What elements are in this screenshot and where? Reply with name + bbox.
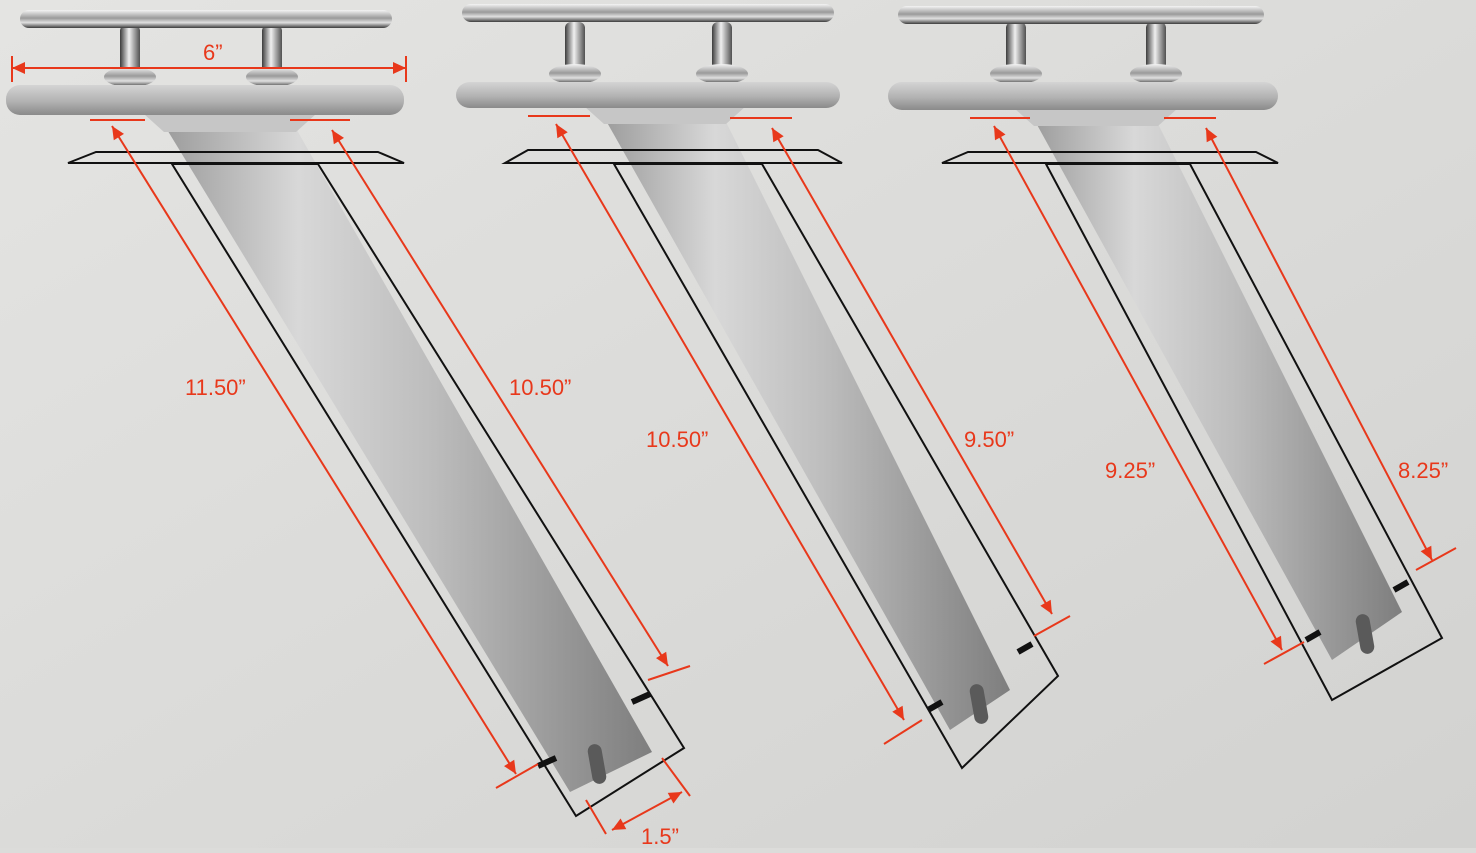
rod-holder-large [6, 10, 691, 835]
inner-length-dimension-line-medium [771, 127, 1053, 615]
inner-length-extension-2-large [647, 665, 691, 681]
depth-mark-1-small [1304, 629, 1322, 643]
cleat-horn-small [898, 6, 1264, 24]
inner-length-arrowhead-medium-2 [1040, 599, 1052, 614]
outer-length-extension-2-large [495, 763, 539, 789]
cleat-width-label: 6” [203, 40, 223, 65]
holder-tube-large [160, 118, 652, 792]
depth-mark-2-large [630, 691, 652, 705]
outer-length-arrowhead-large-1 [112, 126, 124, 141]
cleat-horn-large [20, 10, 392, 28]
tube-envelope-outline-medium [612, 163, 1060, 770]
weld-fillet-large [144, 114, 316, 132]
outer-length-arrowhead-medium-1 [556, 124, 568, 139]
outer-length-label-small: 9.25” [1105, 458, 1156, 483]
outer-length-arrowhead-large-2 [504, 759, 516, 774]
cleat-base-1-small [990, 64, 1042, 84]
tube-envelope-outline-large [170, 163, 686, 818]
cleat-base-1-medium [549, 64, 601, 84]
cleat-post-1-medium [565, 22, 585, 76]
outer-length-arrowhead-small-2 [1270, 635, 1282, 650]
cleat-post-2-large [262, 25, 282, 79]
outer-length-extension-2-medium [883, 719, 923, 745]
outer-length-dimension-line-medium [555, 123, 905, 721]
cleat-width-arrowhead-2 [393, 62, 406, 74]
holder-tube-small [1030, 112, 1402, 660]
cleat-post-1-small [1006, 22, 1026, 76]
inner-length-dimension-line-small [1205, 127, 1433, 561]
outer-length-arrowhead-medium-2 [892, 705, 904, 720]
cleat-base-2-medium [696, 64, 748, 84]
cleat-base-2-large [246, 67, 298, 87]
inner-length-label-medium: 9.50” [964, 427, 1015, 452]
cleat-post-2-small [1146, 22, 1166, 76]
inner-length-extension-2-small [1415, 547, 1457, 571]
tube-diameter-label: 1.5” [641, 824, 679, 849]
cleat-base-2-small [1130, 64, 1182, 84]
cleat-post-1-large [120, 25, 140, 79]
inner-length-label-large: 10.50” [509, 375, 572, 400]
tube-envelope-outline-small [1044, 163, 1444, 702]
outer-length-dimension-line-large [111, 125, 517, 775]
outer-length-extension-2-small [1263, 641, 1305, 665]
rod-holder-medium [456, 4, 1071, 770]
holder-tube-medium [600, 110, 1010, 730]
cleat-width-arrowhead-1 [12, 62, 25, 74]
outer-length-label-medium: 10.50” [646, 427, 709, 452]
diameter-arrowhead-1 [612, 818, 627, 830]
weld-fillet-medium [584, 106, 746, 124]
diameter-extension-2 [661, 757, 691, 797]
inner-length-arrowhead-large-1 [332, 130, 344, 145]
diameter-arrowhead-2 [667, 792, 682, 804]
inner-length-arrowhead-small-2 [1420, 545, 1432, 560]
mounting-plate-medium [456, 82, 840, 108]
rod-holder-small [888, 6, 1457, 702]
outer-length-label-large: 11.50” [185, 375, 246, 400]
cleat-post-2-medium [712, 22, 732, 76]
inner-length-extension-2-medium [1033, 615, 1071, 637]
inner-length-dimension-line-large [331, 129, 669, 667]
cleat-horn-medium [462, 4, 834, 22]
inner-length-arrowhead-medium-1 [772, 128, 784, 143]
depth-mark-2-medium [1016, 641, 1034, 655]
drain-slot-small [1355, 614, 1375, 654]
inner-length-arrowhead-small-1 [1206, 128, 1218, 143]
mounting-plate-large [6, 85, 404, 115]
weld-fillet-small [1014, 108, 1178, 126]
depth-mark-1-medium [926, 699, 944, 713]
drain-slot-medium [969, 684, 989, 724]
outer-length-arrowhead-small-1 [994, 126, 1006, 141]
depth-mark-2-small [1392, 579, 1410, 593]
drain-slot-large [587, 744, 607, 784]
diameter-extension-1 [585, 799, 607, 835]
outer-length-dimension-line-small [993, 125, 1283, 651]
inner-length-label-small: 8.25” [1398, 458, 1449, 483]
cleat-base-1-large [104, 67, 156, 87]
inner-length-arrowhead-large-2 [656, 651, 668, 666]
depth-mark-1-large [536, 755, 558, 769]
diameter-dimension-line [611, 791, 683, 831]
mounting-plate-small [888, 82, 1278, 110]
